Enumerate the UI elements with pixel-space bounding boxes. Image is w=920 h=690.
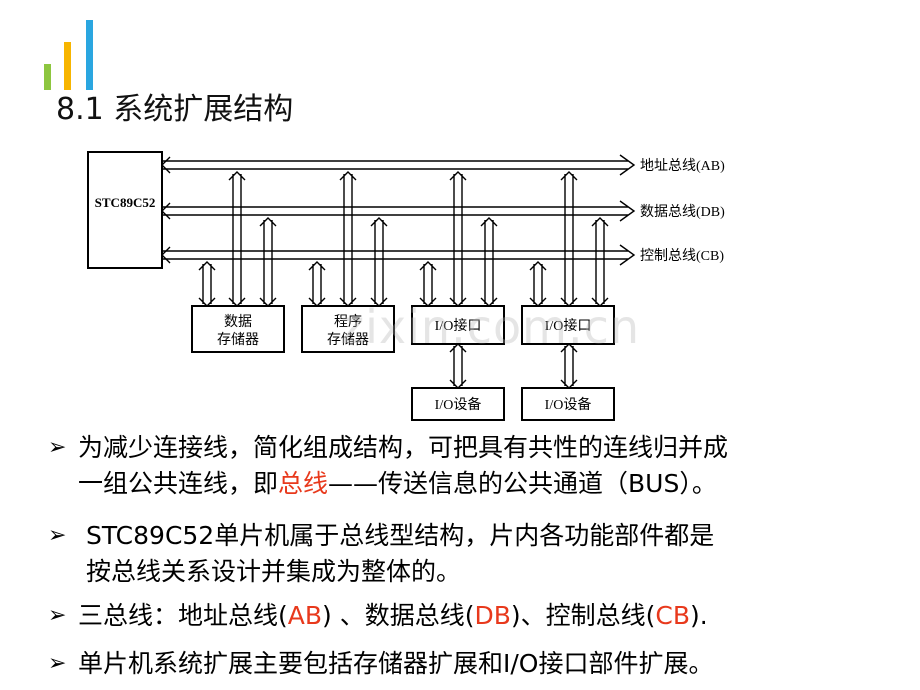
bullet-arrow-icon: ➢: [48, 523, 67, 548]
io-interface-label-2: I/O接口: [545, 317, 592, 334]
bullet-2-line-2: 按总线关系设计并集成为整体的。: [86, 557, 462, 586]
program-memory-label-2: 存储器: [327, 332, 369, 348]
bullet-arrow-icon: ➢: [48, 603, 67, 628]
bullet-4-text: 单片机系统扩展主要包括存储器扩展和I/O接口部件扩展。: [78, 649, 714, 678]
bullet-1-line-2a: 一组公共连线，即: [78, 469, 279, 498]
bullet-arrow-icon: ➢: [48, 651, 67, 676]
bullet-1-line-1: 为减少连接线，简化组成结构，可把具有共性的连线归并成: [78, 433, 729, 462]
bullet-3-ab: AB: [287, 601, 323, 630]
bullet-arrow-icon: ➢: [48, 435, 67, 460]
data-memory-box: [191, 305, 285, 353]
watermark: zixin.com.cn: [340, 300, 641, 354]
bullet-item-3: ➢ 三总线：地址总线(AB) 、数据总线(DB)、控制总线(CB).: [48, 598, 908, 634]
io-device-box-1: [411, 387, 505, 421]
bullet-list: ➢ 为减少连接线，简化组成结构，可把具有共性的连线归并成 一组公共连线，即总线—…: [48, 430, 908, 682]
logo-bar-blue: [86, 20, 93, 90]
io-device-label-2: I/O设备: [545, 396, 592, 413]
cpu-box: [87, 151, 163, 269]
bullet-item-2: ➢ STC89C52单片机属于总线型结构，片内各功能部件都是 按总线关系设计并集…: [48, 518, 908, 590]
bullet-1-line-2c: ——传送信息的公共通道（BUS）。: [328, 469, 717, 498]
bus-connectors: [198, 171, 609, 389]
cpu-label: STC89C52: [95, 195, 156, 210]
control-bus-label: 控制总线(CB): [640, 248, 724, 264]
bullet-3-db: DB: [474, 601, 511, 630]
bullet-1-highlight: 总线: [278, 469, 329, 498]
bullet-3-part-d: ).: [690, 601, 708, 630]
address-bus-label: 地址总线(AB): [640, 158, 725, 174]
bullet-3-part-b: ) 、数据总线(: [322, 601, 475, 630]
bullet-2-line-1: STC89C52单片机属于总线型结构，片内各功能部件都是: [86, 521, 715, 550]
bullet-item-1: ➢ 为减少连接线，简化组成结构，可把具有共性的连线归并成 一组公共连线，即总线—…: [48, 430, 908, 502]
logo-bar-green: [44, 64, 51, 90]
control-bus: [161, 244, 636, 266]
data-bus: [161, 200, 636, 222]
data-memory-label-2: 存储器: [217, 332, 259, 348]
io-interface-label-1: I/O接口: [435, 317, 482, 334]
bullet-3-cb: CB: [655, 601, 691, 630]
logo-bar-yellow: [64, 42, 71, 90]
io-interface-box-1: [411, 305, 505, 345]
bar-logo-icon: [44, 20, 93, 90]
io-device-label-1: I/O设备: [435, 396, 482, 413]
bus-structure-diagram: STC89C52 地址总线(AB) 数据总线(DB) 控制总线(CB) 数据 存…: [87, 151, 725, 421]
address-bus: [161, 154, 636, 176]
slide-title: 8.1 系统扩展结构: [56, 92, 294, 127]
bullet-3-part-c: )、控制总线(: [510, 601, 656, 630]
io-device-box-2: [521, 387, 615, 421]
program-memory-box: [301, 305, 395, 353]
data-bus-label: 数据总线(DB): [640, 204, 725, 220]
data-memory-label-1: 数据: [224, 314, 252, 330]
bullet-3-part-a: 三总线：地址总线(: [78, 601, 288, 630]
program-memory-label-1: 程序: [334, 314, 362, 330]
io-interface-box-2: [521, 305, 615, 345]
bullet-item-4: ➢ 单片机系统扩展主要包括存储器扩展和I/O接口部件扩展。: [48, 646, 908, 682]
